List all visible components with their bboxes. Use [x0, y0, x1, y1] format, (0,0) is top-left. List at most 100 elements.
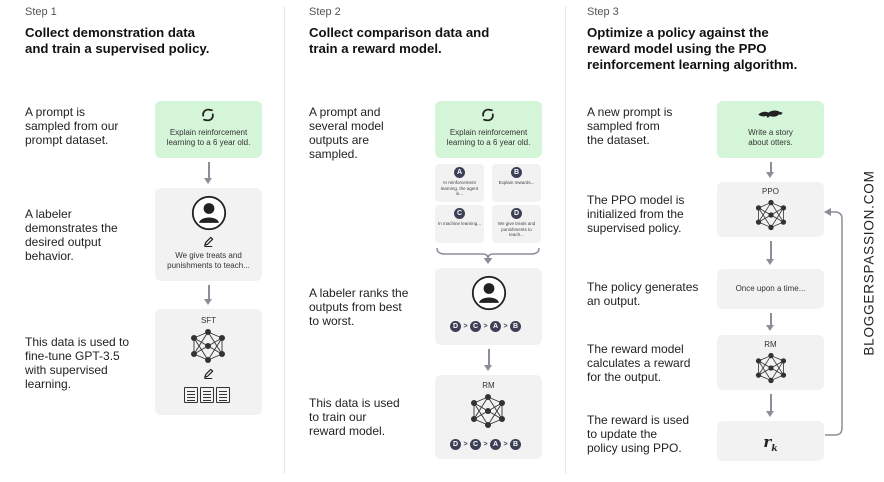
document-icon	[216, 387, 230, 403]
desc-line: reward model.	[309, 424, 386, 438]
step1-desc-labeler: A labeler demonstrates the desired outpu…	[25, 207, 118, 263]
rm-label: RM	[482, 381, 495, 390]
desc-line: A labeler	[25, 207, 72, 221]
desc-line: for the output.	[587, 370, 662, 384]
step2-heading-line: train a reward model.	[309, 41, 442, 56]
desc-line: fine-tune GPT-3.5	[25, 349, 120, 363]
ranking-sequence: D> C> A> B	[450, 321, 521, 332]
column-divider	[565, 6, 566, 474]
desc-line: demonstrates the	[25, 221, 118, 235]
step1-desc-prompt: A prompt is sampled from our prompt data…	[25, 105, 118, 147]
rank-item: C	[470, 439, 481, 450]
prompt-text: Explain reinforcement learning to a 6 ye…	[155, 128, 262, 148]
desc-line: The PPO model is	[587, 193, 685, 207]
reward-model-box: RM D> C> A> B	[435, 375, 542, 459]
output-box: Once upon a time...	[717, 269, 824, 309]
rank-item: D	[450, 321, 461, 332]
step3-label: Step 3	[587, 6, 619, 18]
step2-desc-train: This data is used to train our reward mo…	[309, 396, 400, 438]
flow-arrow	[766, 313, 775, 331]
desc-line: learning.	[25, 377, 72, 391]
pencil-icon	[203, 236, 214, 247]
desc-line: A prompt and	[309, 105, 381, 119]
pencil-icon	[203, 368, 214, 379]
ranking-sequence: D> C> A> B	[450, 439, 521, 450]
prompt-box: Explain reinforcement learning to a 6 ye…	[155, 101, 262, 158]
desc-line: The reward is used	[587, 413, 690, 427]
neural-network-icon	[753, 352, 789, 384]
step1-column: Step 1 Collect demonstration data and tr…	[0, 0, 284, 482]
reward-subscript: k	[771, 444, 778, 454]
column-divider	[284, 6, 285, 474]
step1-heading: Collect demonstration data and train a s…	[25, 25, 209, 57]
ppo-label: PPO	[762, 187, 779, 196]
prompt-line: Explain reinforcement	[449, 128, 528, 137]
watermark-text: BLOGGERSPASSION.COM	[861, 170, 877, 356]
flow-arrow	[204, 162, 213, 184]
desc-line: This data is used	[309, 396, 400, 410]
desc-line: an output.	[587, 294, 641, 308]
demonstration-text: We give treats and punishments to teach.…	[155, 251, 262, 271]
desc-line: with supervised	[25, 363, 108, 377]
step2-heading-line: Collect comparison data and	[309, 25, 490, 40]
desc-line: The reward model	[587, 342, 684, 356]
desc-line: to train our	[309, 410, 367, 424]
output-card-a: A In reinforcement learning, the agent i…	[435, 164, 484, 202]
reward-model-box: RM	[717, 335, 824, 390]
bracket-arrow-icon	[436, 247, 540, 264]
output-letter: B	[511, 167, 522, 178]
rank-item: A	[490, 439, 501, 450]
rank-item: B	[510, 439, 521, 450]
desc-line: sampled from	[587, 119, 660, 133]
otter-icon	[757, 107, 784, 121]
step2-label: Step 2	[309, 6, 341, 18]
cycle-icon	[200, 107, 216, 123]
output-card-b: B Explain rewards...	[492, 164, 541, 202]
desc-line: outputs from best	[309, 300, 402, 314]
step2-heading: Collect comparison data and train a rewa…	[309, 25, 489, 57]
desc-line: A labeler ranks the	[309, 286, 409, 300]
prompt-box: Write a story about otters.	[717, 101, 824, 158]
step1-desc-finetune: This data is used to fine-tune GPT-3.5 w…	[25, 335, 129, 391]
desc-line: sampled.	[309, 147, 358, 161]
step2-desc-sampled: A prompt and several model outputs are s…	[309, 105, 384, 161]
desc-line: to update the	[587, 427, 658, 441]
prompt-line: Explain reinforcement	[169, 128, 248, 137]
prompt-text: Explain reinforcement learning to a 6 ye…	[435, 128, 542, 148]
ranking-box: D> C> A> B	[435, 268, 542, 345]
desc-line: prompt dataset.	[25, 133, 109, 147]
desc-line: policy using PPO.	[587, 441, 682, 455]
sft-model-box: SFT	[155, 309, 262, 415]
output-letter: A	[454, 167, 465, 178]
demo-line: We give treats and	[175, 251, 242, 260]
desc-line: The policy generates	[587, 280, 699, 294]
output-text: We give treats and punishments to teach.…	[497, 221, 536, 237]
prompt-line: about otters.	[748, 138, 793, 147]
step2-desc-ranks: A labeler ranks the outputs from best to…	[309, 286, 408, 328]
documents-icon	[184, 387, 230, 403]
step3-desc-update: The reward is used to update the policy …	[587, 413, 689, 455]
prompt-box: Explain reinforcement learning to a 6 ye…	[435, 101, 542, 158]
step3-desc-reward: The reward model calculates a reward for…	[587, 342, 690, 384]
output-letter: C	[454, 208, 465, 219]
prompt-line: Write a story	[748, 128, 793, 137]
step3-desc-generate: The policy generates an output.	[587, 280, 698, 308]
step3-heading-line: reward model using the PPO	[587, 41, 767, 56]
output-text: In machine learning...	[437, 221, 482, 226]
step3-heading-line: reinforcement learning algorithm.	[587, 57, 798, 72]
output-text: In reinforcement learning, the agent is.…	[440, 180, 479, 196]
step3-heading: Optimize a policy against the reward mod…	[587, 25, 797, 73]
document-icon	[200, 387, 214, 403]
rank-item: B	[510, 321, 521, 332]
person-icon	[191, 195, 227, 231]
step3-desc-prompt: A new prompt is sampled from the dataset…	[587, 105, 672, 147]
reward-symbol: rk	[717, 433, 824, 454]
rank-item: D	[450, 439, 461, 450]
prompt-line: learning to a 6 year old.	[446, 138, 531, 147]
neural-network-icon	[188, 328, 228, 364]
rm-label: RM	[764, 340, 777, 349]
neural-network-icon	[753, 199, 789, 231]
step2-column: Step 2 Collect comparison data and train…	[285, 0, 565, 482]
ppo-model-box: PPO	[717, 182, 824, 237]
step1-heading-line: and train a supervised policy.	[25, 41, 210, 56]
